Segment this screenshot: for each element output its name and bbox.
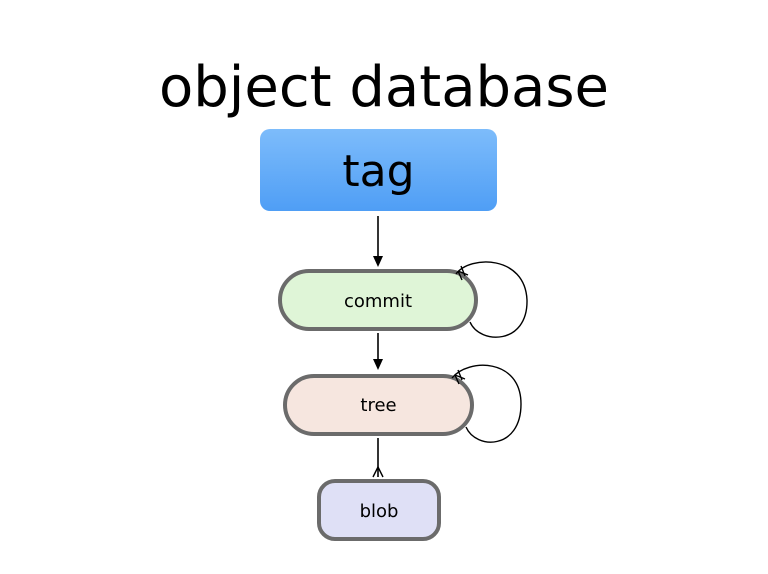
tree-node: tree bbox=[283, 374, 474, 436]
blob-label: blob bbox=[360, 501, 399, 522]
commit-box bbox=[278, 269, 478, 331]
commit-self-loop bbox=[455, 261, 528, 338]
blob-node: blob bbox=[317, 479, 441, 541]
edge-tag-commit bbox=[373, 216, 383, 267]
edge-commit-tree bbox=[373, 333, 383, 370]
tree-self-loop bbox=[451, 364, 522, 443]
tag-label: tag bbox=[342, 146, 414, 197]
blob-box bbox=[317, 479, 441, 541]
tag-box bbox=[260, 129, 497, 211]
commit-node: commit bbox=[278, 269, 478, 331]
tag-node: tag bbox=[260, 129, 497, 211]
commit-label: commit bbox=[344, 291, 412, 312]
tree-box bbox=[283, 374, 474, 436]
slide-title: object database bbox=[159, 55, 609, 120]
edge-tree-blob bbox=[372, 438, 384, 478]
tree-label: tree bbox=[360, 395, 396, 416]
